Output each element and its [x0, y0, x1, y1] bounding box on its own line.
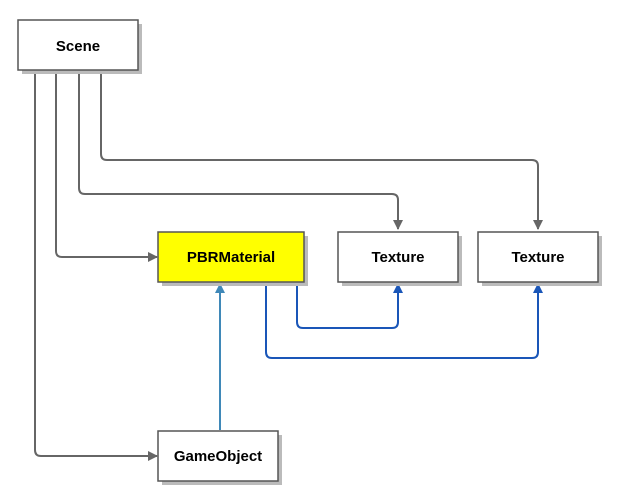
edges-from-pbrmaterial	[265, 283, 543, 359]
node-texture-2[interactable]: Texture	[477, 231, 602, 286]
node-gameobject[interactable]: GameObject	[157, 430, 282, 485]
node-scene[interactable]: Scene	[17, 19, 142, 74]
node-texture-1[interactable]: Texture	[337, 231, 462, 286]
node-gameobject-label: GameObject	[174, 448, 262, 465]
node-texture-1-label: Texture	[371, 249, 424, 266]
edge-scene-to-gameobject	[34, 72, 158, 461]
edge-pbrmaterial-to-texture-2	[265, 283, 543, 359]
edge-pbrmaterial-to-texture-1	[296, 283, 403, 329]
node-scene-label: Scene	[56, 38, 100, 55]
edge-scene-to-texture-1	[78, 72, 403, 230]
node-texture-2-label: Texture	[511, 249, 564, 266]
node-pbrmaterial-label: PBRMaterial	[187, 249, 275, 266]
edge-scene-to-pbrmaterial	[55, 72, 158, 262]
edges-from-scene	[34, 72, 543, 461]
edge-scene-to-texture-2	[100, 72, 543, 230]
node-pbrmaterial[interactable]: PBRMaterial	[157, 231, 308, 286]
